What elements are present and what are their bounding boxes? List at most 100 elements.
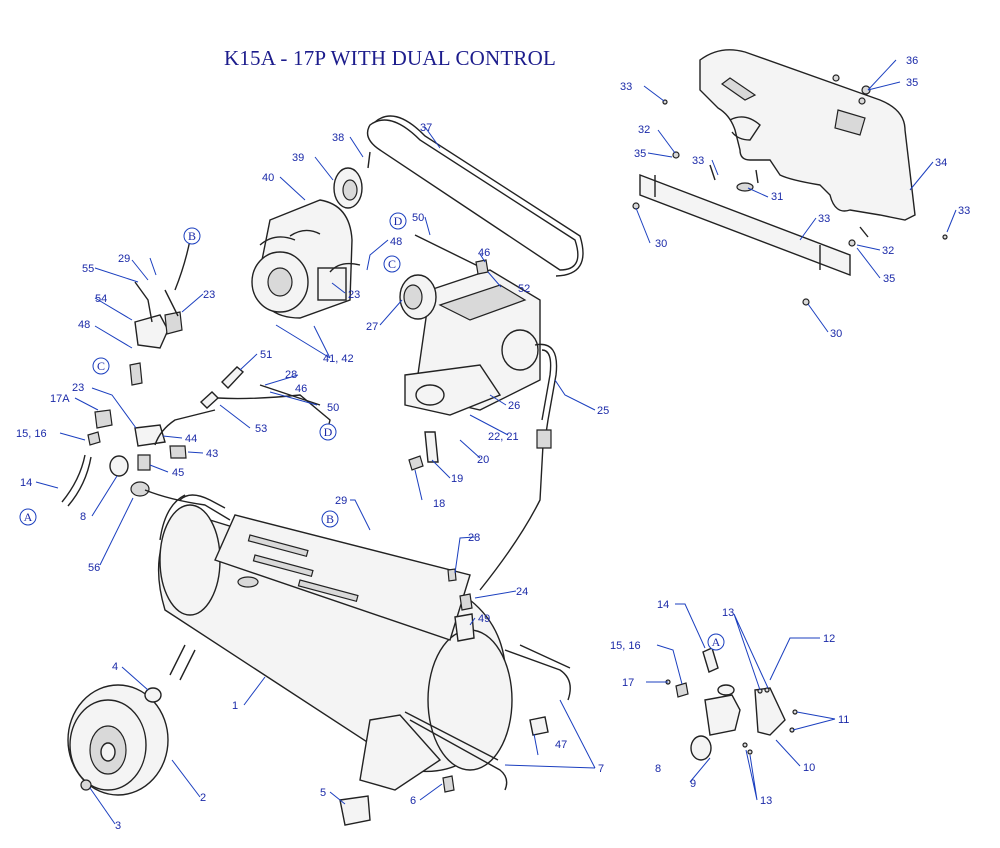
belt-guard [699,49,916,221]
callout: 15, 16 [16,428,47,440]
callout: 55 [82,263,94,275]
ref-letter-a: A [707,633,725,651]
callout: 9 [690,778,696,790]
callout: 6 [410,795,416,807]
connector [424,431,439,463]
drain-valve [442,775,455,793]
callout: 23 [203,289,215,301]
callout: 33 [818,213,830,225]
callout: 35 [634,148,646,160]
regulator-assembly [704,684,786,736]
callout: 51 [260,349,272,361]
callout: 8 [80,511,86,523]
svg-text:A: A [712,635,721,649]
callout: 30 [655,238,667,250]
callout: 18 [433,498,445,510]
callout: 54 [95,293,107,305]
callout: 20 [477,454,489,466]
callout: 3 [115,820,121,832]
callout: 41, 42 [323,353,354,365]
callout: 49 [478,613,490,625]
callout: 7 [598,763,604,775]
callout: 48 [78,319,90,331]
ref-letter-c: C [383,255,401,273]
pressure-gauge [109,455,129,477]
callout: 11 [838,714,849,726]
ref-letter-d: D [389,212,407,230]
callout: 47 [555,739,567,751]
callout: 8 [655,763,661,775]
compressor-pump [399,269,541,416]
callout: 38 [332,132,344,144]
callout: 14 [657,599,669,611]
callout: 50 [412,212,424,224]
ref-letter-c: C [92,357,110,375]
callout: 35 [883,273,895,285]
svg-text:C: C [388,257,396,271]
callout: 10 [803,762,815,774]
callout: 30 [830,328,842,340]
leader-lines [35,59,957,825]
callout: 23 [348,289,360,301]
callout: 14 [20,477,32,489]
callout: 15, 16 [610,640,641,652]
callout: 45 [172,467,184,479]
callout: 28 [468,532,480,544]
callout: 5 [320,787,326,799]
callout: 19 [451,473,463,485]
wheel-nut [80,779,92,791]
callout: 39 [292,152,304,164]
air-tank [157,494,513,791]
callout: 28 [285,369,297,381]
svg-text:D: D [394,214,403,228]
callout: 4 [112,661,118,673]
callout: 35 [906,77,918,89]
drain-plug [529,716,549,736]
callout: 1 [232,700,238,712]
motor [251,199,353,319]
callout: 17A [50,393,70,405]
release-tube [217,394,331,429]
svg-text:C: C [97,359,105,373]
ref-letter-b: B [321,510,339,528]
callout: 52 [518,283,530,295]
svg-text:D: D [324,425,333,439]
callout: 26 [508,400,520,412]
callout: 29 [118,253,130,265]
ref-letters: A A B B C C D D [19,212,725,651]
callout: 43 [206,448,218,460]
callout: 2 [200,792,206,804]
callout: 22, 21 [488,431,519,443]
motor-pulley [333,167,363,209]
callout: 56 [88,562,100,574]
callout: 13 [760,795,772,807]
svg-text:B: B [188,229,196,243]
callout: 29 [335,495,347,507]
handle [409,649,571,791]
callout: 17 [622,677,634,689]
check-valve [454,613,475,642]
callout: 24 [516,586,528,598]
callout: 13 [722,607,734,619]
ref-letter-a: A [19,508,37,526]
callout: 53 [255,423,267,435]
callout: 40 [262,172,274,184]
outlet-tube [534,343,558,441]
ref-letter-b: B [183,227,201,245]
callout: 25 [597,405,609,417]
svg-text:A: A [24,510,33,524]
callout: 50 [327,402,339,414]
air-hose [61,454,86,503]
ref-letter-d: D [319,423,337,441]
callout: 33 [692,155,704,167]
callout: 44 [185,433,197,445]
callout: 32 [882,245,894,257]
callout: 33 [958,205,970,217]
pressure-release-valve [221,366,245,390]
pressure-switch [134,311,183,349]
guard-bracket [639,173,851,277]
callout: 48 [390,236,402,248]
callout: 32 [638,124,650,136]
belt [366,119,579,271]
callout: 37 [420,122,432,134]
